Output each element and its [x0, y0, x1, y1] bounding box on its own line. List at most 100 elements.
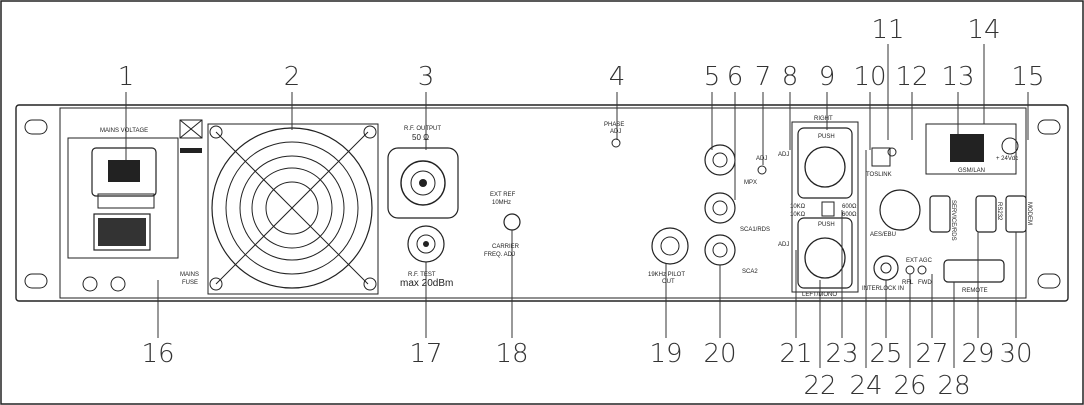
remote-port	[943, 259, 1005, 283]
rf-output-ohm-label: 50 Ω	[412, 133, 429, 142]
mains-module	[67, 137, 179, 259]
callout-5: 5	[704, 62, 721, 92]
rf-output-connector	[400, 160, 446, 206]
fan-screw-icon	[209, 125, 223, 139]
lan-port	[950, 134, 984, 162]
impedance-600-label-2: 600Ω	[842, 212, 857, 218]
right-adj-label: ADJ	[778, 152, 789, 158]
callout-22: 22	[803, 371, 836, 401]
right-label: RIGHT	[814, 116, 833, 122]
power-switch	[93, 213, 151, 251]
interlock-connector	[873, 255, 899, 281]
sca2-connector	[704, 234, 736, 266]
callout-10: 10	[853, 62, 886, 92]
mpx-connector	[704, 144, 736, 176]
toslink-label: TOSLINK	[866, 172, 892, 178]
xlr-left-connector	[797, 217, 853, 289]
sca1-label: SCA1/RDS	[740, 227, 770, 233]
callout-15: 15	[1011, 62, 1044, 92]
carrier-label-1: CARRIER	[492, 244, 520, 250]
impedance-10k-label-2: 10KΩ	[790, 212, 806, 218]
xlr-right-connector	[797, 127, 853, 199]
callout-19: 19	[649, 339, 682, 369]
impedance-10k-label: 10KΩ	[790, 204, 806, 210]
mpx-adj-trimmer	[757, 165, 767, 175]
aes-ebu-connector	[879, 189, 921, 231]
leader-lines	[125, 44, 1029, 368]
ext-ref-label-1: EXT REF	[490, 192, 516, 198]
rfl-label: RFL	[902, 280, 914, 286]
callout-25: 25	[869, 339, 902, 369]
callout-4: 4	[609, 62, 626, 92]
gsm-lan-label: GSM/LAN	[958, 168, 985, 174]
callout-28: 28	[937, 371, 970, 401]
mains-voltage-label: MAINS VOLTAGE	[100, 128, 148, 134]
power-switch-rocker	[98, 218, 146, 246]
earth-symbol-icon	[110, 276, 126, 292]
callout-7: 7	[755, 62, 772, 92]
iec-inlet	[91, 147, 157, 197]
rack-slot-bottom-left	[24, 273, 48, 289]
phase-adj-trimmer	[611, 138, 621, 148]
dc-input-connector	[1001, 137, 1019, 155]
left-adj-label: ADJ	[778, 242, 789, 248]
push-label-right: PUSH	[818, 134, 835, 140]
iec-socket	[108, 160, 140, 182]
sca1-connector	[704, 192, 736, 224]
callout-16: 16	[141, 339, 174, 369]
remote-label: REMOTE	[962, 288, 988, 294]
pilot-label-2: OUT	[662, 279, 675, 285]
rs232-port	[975, 195, 997, 233]
modem-label: MODEM	[1026, 202, 1032, 225]
rack-panel	[15, 104, 1069, 302]
callout-9: 9	[819, 62, 836, 92]
callout-21: 21	[779, 339, 812, 369]
rack-slot-bottom-right	[1037, 273, 1061, 289]
toslink-connector	[871, 147, 891, 167]
phase-label-2: ADJ	[610, 129, 621, 135]
callout-17: 17	[409, 339, 442, 369]
impedance-switch	[821, 201, 835, 217]
callout-group-top: 1 2 3 4 5 6 7 8 9 10 11 12 13 14 15	[118, 15, 1045, 92]
weee-bin-icon	[179, 119, 203, 139]
ext-ref-connector	[503, 213, 521, 231]
impedance-600-label: 600Ω	[842, 204, 857, 210]
vdc-label: + 24Vdc	[996, 156, 1018, 162]
modem-port	[1005, 195, 1027, 233]
mpx-label: MPX	[744, 180, 757, 186]
rf-output-flange	[387, 147, 459, 219]
callout-20: 20	[703, 339, 736, 369]
callout-1: 1	[118, 62, 135, 92]
callout-group-bottom: 16 17 18 19 20 21 22 23 24 25 26 27 28 2…	[141, 339, 1032, 401]
callout-11: 11	[871, 15, 904, 45]
callout-27: 27	[915, 339, 948, 369]
callout-26: 26	[893, 371, 926, 401]
fuse-holder	[97, 193, 155, 209]
callout-6: 6	[727, 62, 744, 92]
fan-screw-icon	[363, 125, 377, 139]
callout-24: 24	[849, 371, 882, 401]
callout-29: 29	[961, 339, 994, 369]
rack-slot-top-left	[24, 119, 48, 135]
rack-slot-top-right	[1037, 119, 1061, 135]
rfl-trimmer	[905, 265, 915, 275]
carrier-label-2: FREQ. ADJ	[484, 252, 515, 258]
fan-frame	[207, 123, 379, 295]
rf-output-label: R.F. OUTPUT	[404, 126, 441, 132]
fwd-trimmer	[917, 265, 927, 275]
callout-12: 12	[895, 62, 928, 92]
mains-fuse-label-1: MAINS	[180, 272, 199, 278]
fan-screw-icon	[209, 277, 223, 291]
fan-screw-icon	[363, 277, 377, 291]
fwd-label: FWD	[918, 280, 932, 286]
toslink-adj-trimmer	[887, 147, 897, 157]
fan-hub	[265, 181, 319, 235]
rf-test-max-label: max 20dBm	[400, 278, 453, 289]
interlock-label: INTERLOCK IN	[862, 286, 904, 292]
callout-23: 23	[825, 339, 858, 369]
mpx-adj-label: ADJ	[756, 156, 767, 162]
ground-terminal	[82, 276, 98, 292]
callout-3: 3	[418, 62, 435, 92]
